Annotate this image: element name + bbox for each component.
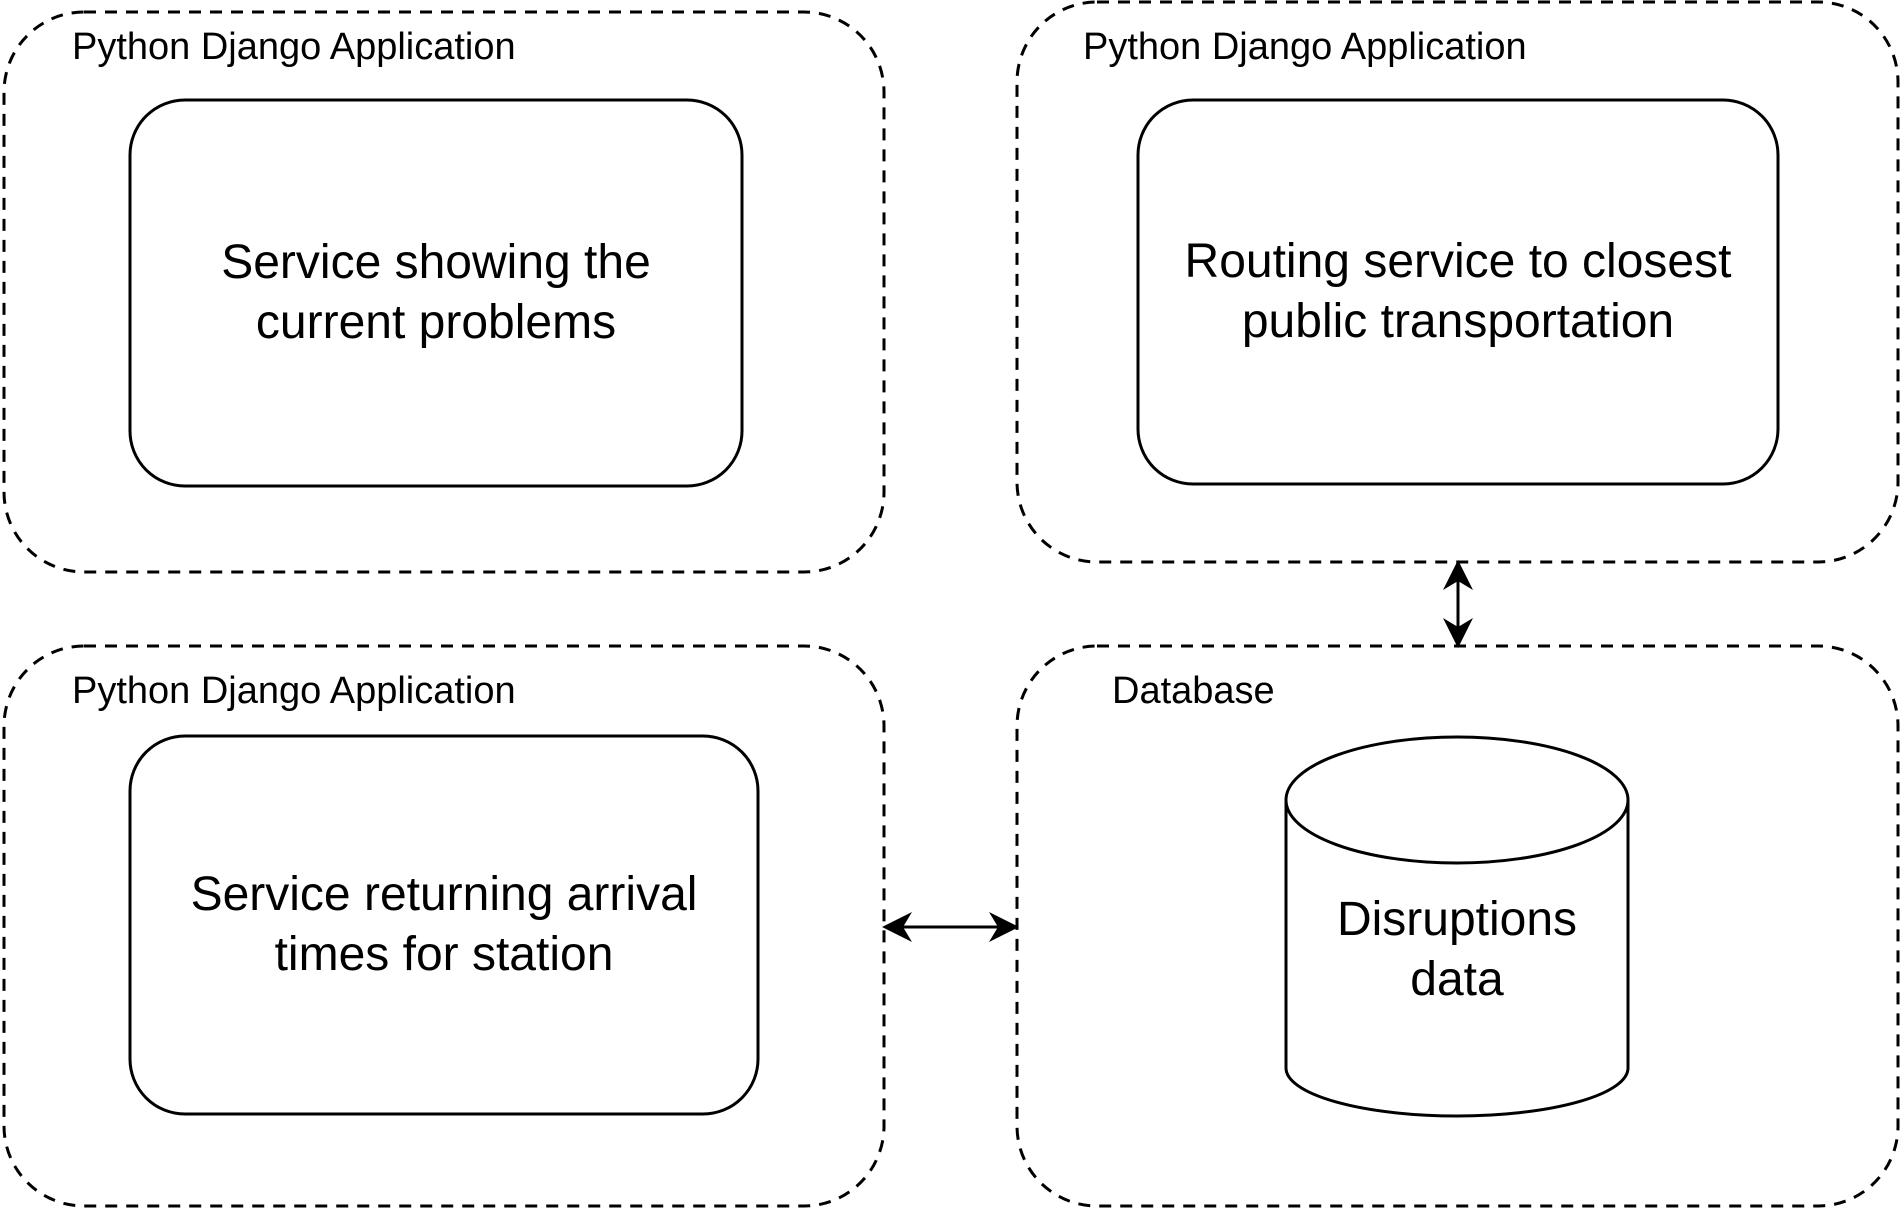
container-bottom-left[interactable] — [2, 644, 886, 1208]
container-label-top-right: Python Django Application — [1083, 26, 1527, 68]
container-label-bottom-left: Python Django Application — [72, 670, 516, 712]
container-top-left[interactable] — [2, 10, 886, 574]
database-text-disruptions: Disruptions data — [1336, 893, 1578, 1006]
service-text-arrival-times: Service returning arrival times for stat… — [190, 868, 698, 981]
service-text-routing: Routing service to closest public transp… — [1184, 235, 1732, 348]
database-cylinder-icon[interactable] — [1284, 735, 1630, 1118]
service-box-routing[interactable] — [1136, 98, 1780, 486]
container-label-top-left: Python Django Application — [72, 26, 516, 68]
container-label-database: Database — [1112, 670, 1275, 712]
service-box-current-problems[interactable] — [128, 98, 744, 488]
service-box-arrival-times[interactable] — [128, 734, 760, 1116]
service-text-current-problems: Service showing the current problems — [221, 236, 651, 349]
